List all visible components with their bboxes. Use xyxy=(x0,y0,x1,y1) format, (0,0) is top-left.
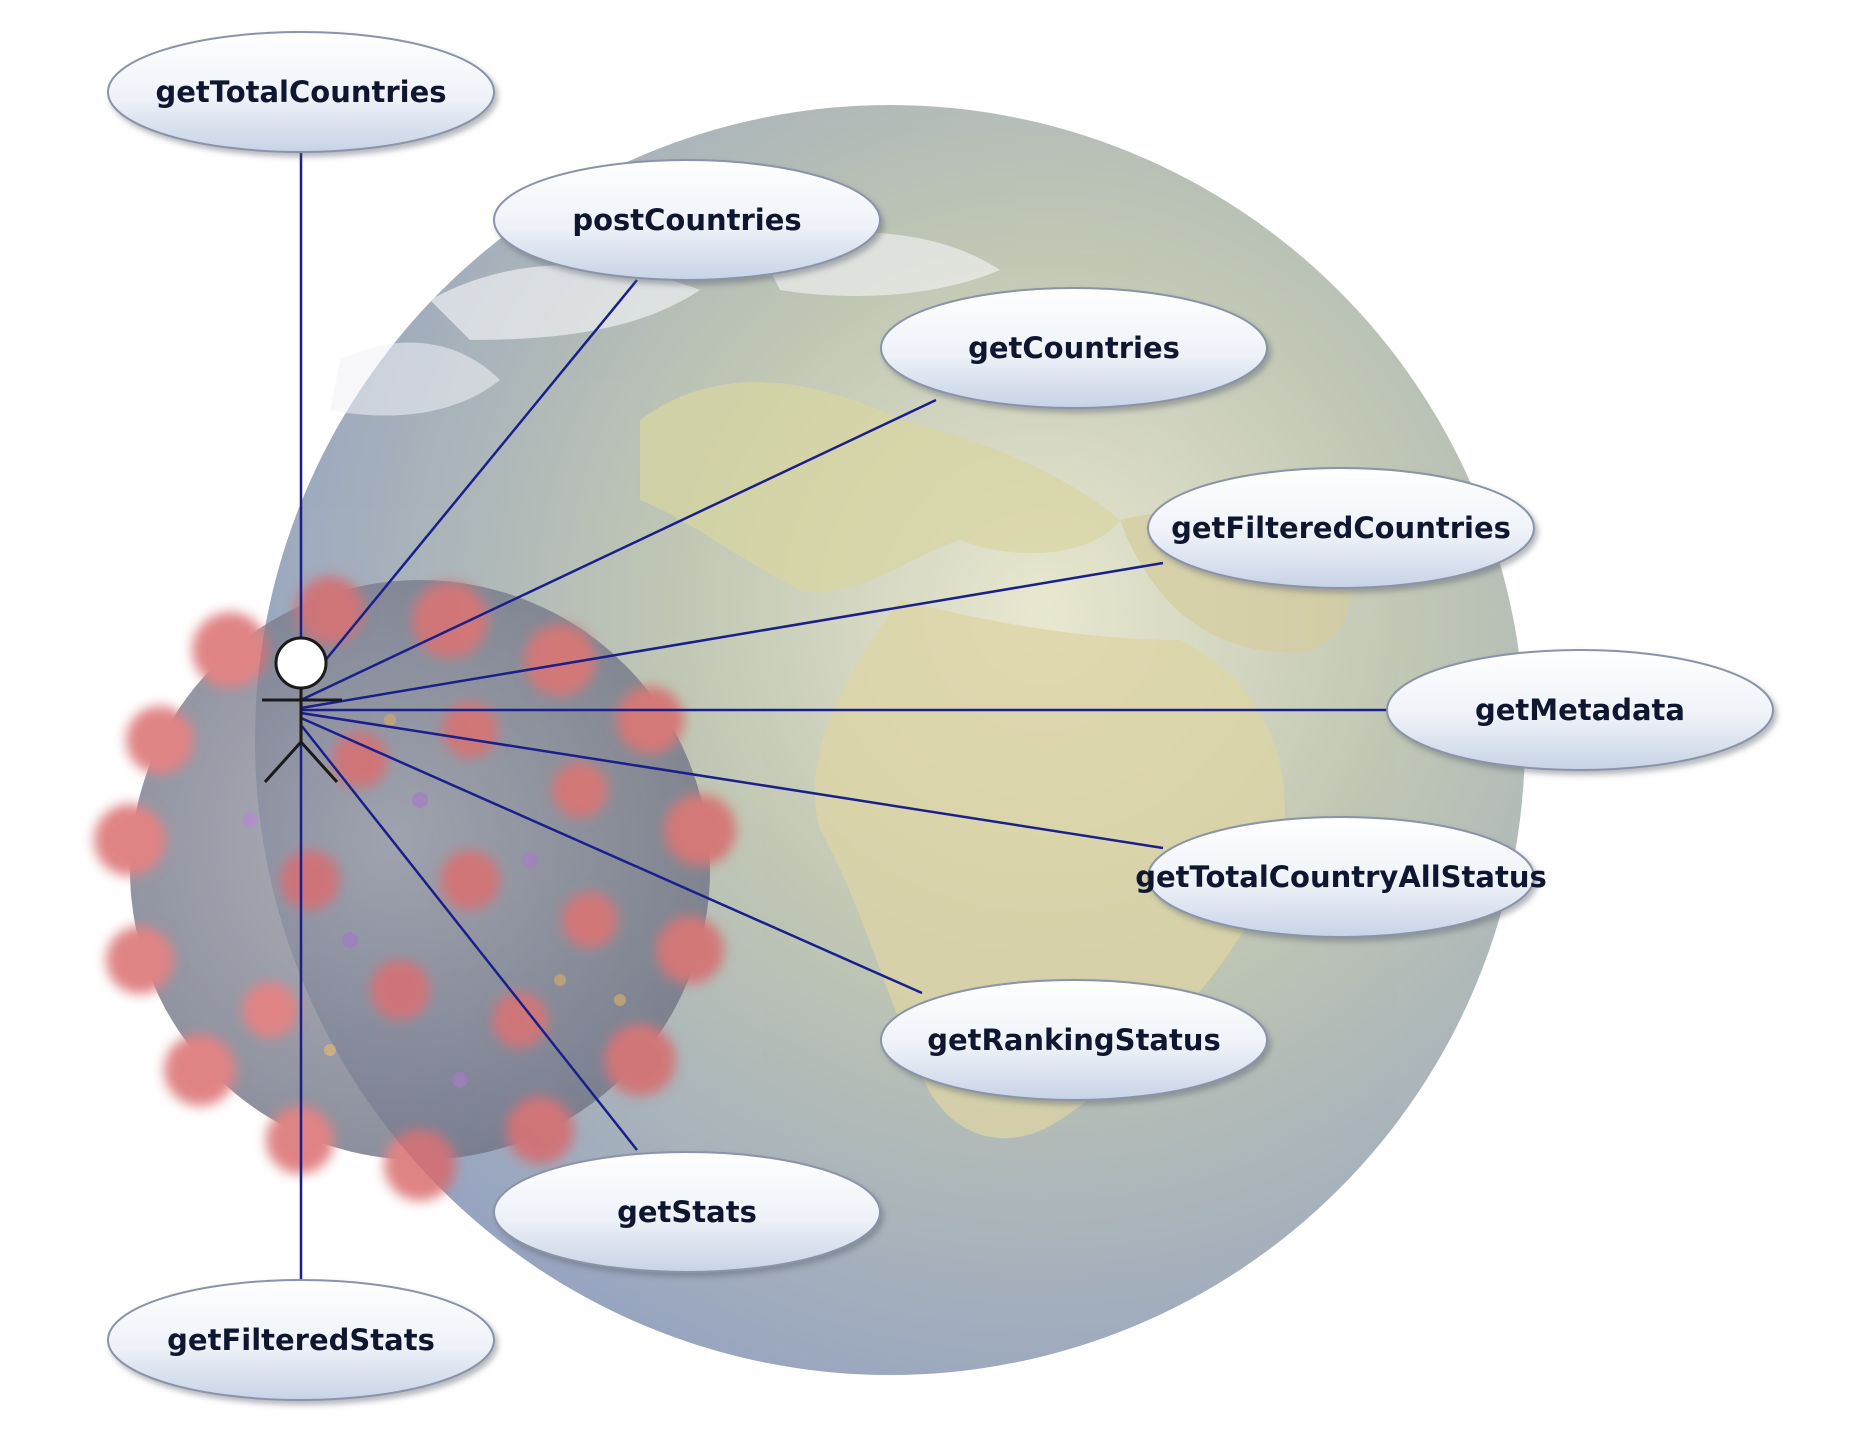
use-case-getFilteredStats[interactable]: getFilteredStats xyxy=(107,1279,495,1401)
association-postCountries xyxy=(300,279,638,691)
association-getStats xyxy=(300,724,638,1151)
use-case-getMetadata[interactable]: getMetadata xyxy=(1386,649,1774,771)
actor[interactable] xyxy=(262,636,342,784)
association-getRankingStatus xyxy=(300,716,923,995)
use-case-label: getStats xyxy=(617,1195,757,1229)
use-case-getCountries[interactable]: getCountries xyxy=(880,287,1268,409)
use-case-getStats[interactable]: getStats xyxy=(493,1151,881,1273)
use-case-getTotalCountries[interactable]: getTotalCountries xyxy=(107,31,495,153)
use-case-label: postCountries xyxy=(572,203,801,237)
use-case-label: getMetadata xyxy=(1475,693,1685,727)
use-case-label: getTotalCountryAllStatus xyxy=(1135,860,1547,894)
use-case-label: getTotalCountries xyxy=(155,75,446,109)
use-case-label: getRankingStatus xyxy=(927,1023,1221,1057)
association-getTotalCountryAllStatus xyxy=(300,711,1164,850)
actor-left-leg xyxy=(263,740,303,784)
use-case-label: getFilteredCountries xyxy=(1171,511,1511,545)
use-case-postCountries[interactable]: postCountries xyxy=(493,159,881,281)
use-case-getFilteredCountries[interactable]: getFilteredCountries xyxy=(1147,467,1535,589)
use-case-getRankingStatus[interactable]: getRankingStatus xyxy=(880,979,1268,1101)
use-case-label: getFilteredStats xyxy=(167,1323,435,1357)
association-getCountries xyxy=(300,398,937,702)
use-case-getTotalCountryAllStatus[interactable]: getTotalCountryAllStatus xyxy=(1135,816,1547,938)
association-lines xyxy=(299,148,1388,1280)
actor-head xyxy=(274,636,328,690)
use-case-label: getCountries xyxy=(968,331,1180,365)
actor-right-leg xyxy=(299,740,339,784)
association-getFilteredCountries xyxy=(300,561,1164,710)
virus-illustration xyxy=(94,576,736,1201)
